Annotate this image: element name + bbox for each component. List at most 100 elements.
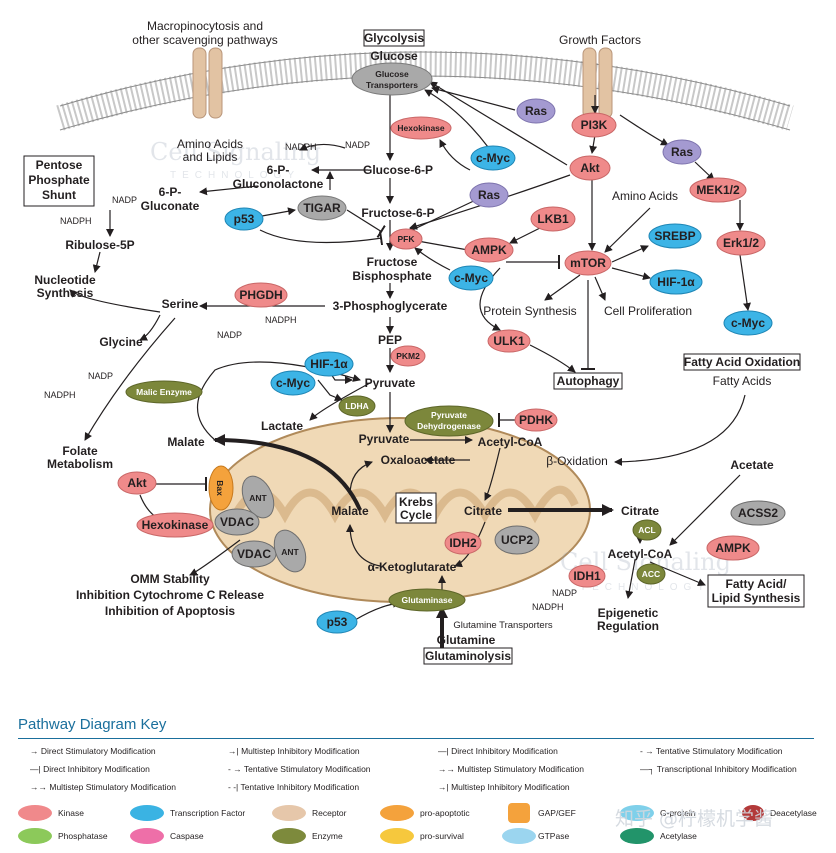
node-akt-2: Akt	[117, 471, 157, 495]
svg-text:PEP: PEP	[378, 333, 402, 347]
svg-text:LDHA: LDHA	[345, 401, 369, 411]
svg-text:Glutaminolysis: Glutaminolysis	[425, 649, 511, 663]
pathway-diagram-key: Pathway Diagram Key → Direct Stimulatory…	[0, 712, 836, 853]
node-tigar: TIGAR	[297, 195, 347, 221]
svg-text:VDAC: VDAC	[220, 515, 254, 529]
key-line: —| Direct Inhibitory Modification	[30, 764, 150, 774]
svg-text:PDHK: PDHK	[519, 413, 553, 427]
svg-text:TIGAR: TIGAR	[303, 201, 341, 215]
node-vdac-1: VDAC	[214, 508, 260, 536]
node-idh2: IDH2	[444, 531, 482, 555]
svg-text:Shunt: Shunt	[42, 188, 76, 202]
svg-text:Ras: Ras	[478, 188, 500, 202]
key-label: GTPase	[538, 831, 570, 841]
key-divider	[18, 738, 814, 739]
svg-text:NADP: NADP	[112, 195, 137, 205]
node-pkm2: PKM2	[390, 345, 426, 367]
svg-text:Macropinocytosis and: Macropinocytosis and	[147, 19, 263, 33]
node-ant-1: ANT	[241, 475, 275, 519]
node-hif1a-2: HIF-1α	[304, 351, 354, 377]
key-swatch-g-protein	[620, 805, 654, 821]
svg-text:Fructose-6-P: Fructose-6-P	[361, 206, 434, 220]
csl-watermark: Cell Signaling TECHNOLOGY Cell Signaling…	[150, 138, 731, 593]
svg-text:Gluconate: Gluconate	[141, 199, 200, 213]
node-mek: MEK1/2	[689, 177, 747, 203]
svg-text:HIF-1α: HIF-1α	[310, 357, 348, 371]
node-mtor: mTOR	[564, 250, 612, 276]
node-lkb1: LKB1	[530, 206, 576, 232]
svg-text:Inhibition Cytochrome C Releas: Inhibition Cytochrome C Release	[76, 588, 264, 602]
svg-text:Pentose: Pentose	[36, 158, 83, 172]
svg-text:LKB1: LKB1	[537, 212, 569, 226]
node-akt: Akt	[569, 155, 611, 181]
key-swatch-caspase	[130, 828, 164, 844]
svg-text:NADP: NADP	[217, 330, 242, 340]
svg-text:NADPH: NADPH	[532, 602, 564, 612]
svg-text:Bax: Bax	[215, 480, 225, 496]
key-label: Caspase	[170, 831, 204, 841]
svg-text:Malate: Malate	[167, 435, 205, 449]
svg-text:Cell Signaling: Cell Signaling	[150, 138, 321, 166]
pathway-diagram: Cell Signaling TECHNOLOGY Cell Signaling…	[23, 19, 805, 665]
svg-text:Amino Acids: Amino Acids	[612, 189, 678, 203]
svg-text:Gluconolactone: Gluconolactone	[233, 177, 324, 191]
svg-text:Acetyl-CoA: Acetyl-CoA	[608, 547, 673, 561]
node-ras-2: Ras	[662, 139, 702, 165]
svg-text:Ras: Ras	[671, 145, 693, 159]
svg-text:NADP: NADP	[88, 371, 113, 381]
growth-factor-receptor	[582, 47, 613, 119]
svg-text:β-Oxidation: β-Oxidation	[546, 454, 608, 468]
svg-text:NADPH: NADPH	[44, 390, 76, 400]
key-line: - → Tentative Stimulatory Modification	[228, 764, 371, 774]
svg-text:UCP2: UCP2	[501, 533, 533, 547]
svg-text:Growth Factors: Growth Factors	[559, 33, 641, 47]
svg-text:Cycle: Cycle	[400, 508, 432, 522]
svg-text:ACC: ACC	[642, 569, 660, 579]
svg-text:6-P-: 6-P-	[267, 163, 290, 177]
node-hif1a-1: HIF-1α	[649, 269, 703, 295]
svg-text:Pyruvate: Pyruvate	[431, 410, 467, 420]
svg-text:OMM Stability: OMM Stability	[130, 572, 210, 586]
svg-text:Bisphosphate: Bisphosphate	[352, 269, 432, 283]
node-acss2: ACSS2	[730, 500, 786, 526]
key-label: G-protein	[660, 808, 696, 818]
overlay-watermark: 知乎 @柠檬机学酱	[615, 808, 774, 830]
key-label: GAP/GEF	[538, 808, 576, 818]
svg-text:Hexokinase: Hexokinase	[397, 123, 445, 133]
node-vdac-2: VDAC	[231, 540, 277, 568]
svg-text:IDH1: IDH1	[573, 569, 601, 583]
svg-text:PFK: PFK	[398, 234, 416, 244]
svg-text:c-Myc: c-Myc	[476, 151, 510, 165]
key-swatch-pro-apoptotic	[380, 805, 414, 821]
key-line: →→ Multistep Stimulatory Modification	[30, 782, 176, 792]
svg-text:ACSS2: ACSS2	[738, 506, 778, 520]
node-pyruvate-dehydrogenase: Pyruvate Dehydrogenase	[404, 405, 494, 437]
key-label: Enzyme	[312, 831, 343, 841]
node-ampk-1: AMPK	[464, 237, 514, 263]
key-line: - -| Tentative Inhibitory Modification	[228, 782, 360, 792]
svg-text:α-Ketoglutarate: α-Ketoglutarate	[368, 560, 457, 574]
key-line: →| Multistep Inhibitory Modification	[228, 746, 360, 756]
key-label: pro-survival	[420, 831, 464, 841]
svg-text:Malic Enzyme: Malic Enzyme	[136, 387, 192, 397]
svg-text:ANT: ANT	[281, 547, 299, 557]
node-pfk: PFK	[389, 228, 423, 250]
svg-text:Fructose: Fructose	[367, 255, 418, 269]
svg-text:Citrate: Citrate	[621, 504, 659, 518]
node-ulk1: ULK1	[487, 329, 531, 353]
svg-text:PHGDH: PHGDH	[239, 288, 282, 302]
svg-text:c-Myc: c-Myc	[454, 271, 488, 285]
key-label: Receptor	[312, 808, 347, 818]
svg-text:Serine: Serine	[162, 297, 199, 311]
node-srebp: SREBP	[648, 223, 702, 249]
node-c-myc-2: c-Myc	[448, 265, 494, 291]
svg-text:MEK1/2: MEK1/2	[696, 183, 740, 197]
node-malic-enzyme: Malic Enzyme	[125, 380, 203, 404]
svg-text:Ribulose-5P: Ribulose-5P	[65, 238, 134, 252]
svg-text:Akt: Akt	[127, 476, 146, 490]
svg-text:Krebs: Krebs	[399, 495, 433, 509]
svg-text:Nucleotide: Nucleotide	[34, 273, 96, 287]
node-c-myc-4: c-Myc	[270, 370, 316, 396]
svg-text:Phosphate: Phosphate	[28, 173, 90, 187]
svg-text:PKM2: PKM2	[396, 351, 420, 361]
